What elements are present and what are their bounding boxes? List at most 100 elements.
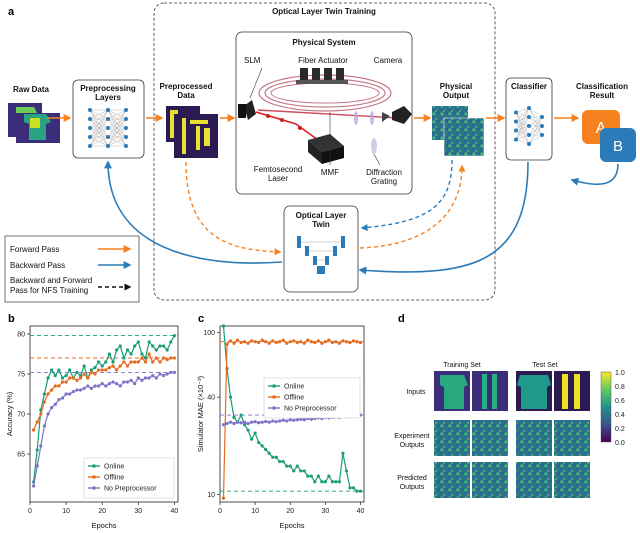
data-point: [140, 356, 144, 360]
optical-twin-title-1: Optical Layer: [296, 211, 347, 220]
data-point: [75, 370, 79, 374]
data-point: [267, 341, 271, 345]
y-tick-label: 75: [17, 372, 25, 379]
optical-twin-box: [283, 205, 359, 293]
data-point: [260, 338, 264, 342]
data-point: [232, 421, 236, 426]
data-point: [232, 341, 236, 345]
data-point: [115, 368, 119, 372]
data-point: [75, 378, 79, 382]
data-point: [89, 370, 93, 374]
data-point: [278, 340, 282, 344]
data-point: [118, 344, 122, 348]
data-point: [299, 417, 303, 421]
data-point: [246, 421, 250, 426]
femtosecond-laser-device: [308, 134, 344, 164]
panel-d-label: d: [398, 313, 405, 325]
row-inputs-label: Inputs: [406, 389, 426, 396]
data-point: [35, 448, 39, 452]
nn-node: [514, 137, 518, 142]
nn-edge: [528, 134, 543, 145]
data-point: [158, 372, 162, 376]
nn-node: [514, 128, 518, 133]
data-point: [327, 474, 331, 478]
data-point: [154, 356, 158, 360]
data-point: [292, 469, 296, 473]
data-point: [271, 339, 275, 343]
x-tick-label: 20: [98, 508, 106, 515]
physical-output-images: [432, 106, 485, 157]
x-tick-label: 40: [357, 508, 365, 515]
data-point: [274, 455, 278, 459]
data-point: [82, 386, 86, 390]
data-point: [122, 356, 126, 360]
data-point: [100, 364, 104, 368]
row-predicted-label-1: Predicted: [397, 475, 427, 482]
data-point: [302, 418, 306, 422]
chart-c-frame: [219, 325, 365, 503]
nn-node: [88, 126, 92, 130]
legend-marker: [272, 406, 276, 410]
data-point: [140, 378, 144, 382]
data-point: [295, 464, 299, 468]
data-point: [107, 366, 112, 370]
data-point: [316, 339, 320, 343]
data-point: [60, 376, 65, 380]
data-point: [253, 340, 257, 344]
data-point: [281, 418, 285, 422]
grating-label-2: Grating: [371, 177, 397, 186]
data-point: [299, 340, 303, 344]
result-a-letter: A: [596, 120, 607, 137]
data-point: [133, 344, 137, 348]
data-point: [253, 431, 257, 435]
data-point: [39, 412, 43, 416]
data-point: [158, 360, 162, 364]
y-tick-label: 100: [203, 330, 215, 337]
chart-b-legend: [83, 457, 175, 499]
data-point: [306, 474, 310, 478]
data-point: [228, 339, 233, 343]
slm-device: [238, 100, 256, 120]
data-point: [358, 489, 363, 493]
data-point: [86, 376, 90, 380]
data-point: [57, 398, 61, 402]
nn-edge: [107, 109, 127, 129]
nn-edge: [515, 139, 530, 145]
x-tick-label: 10: [62, 508, 70, 515]
data-point: [68, 376, 72, 380]
legend-label: No Preprocessor: [104, 486, 157, 493]
laser-label-1: Femtosecond: [254, 165, 302, 174]
data-point: [337, 480, 342, 484]
nn-node: [124, 117, 128, 121]
physical-output-title-2: Output: [443, 91, 470, 100]
data-point: [64, 392, 68, 396]
data-point: [228, 420, 233, 424]
nn-edge: [515, 125, 530, 140]
data-point: [302, 341, 306, 345]
data-point: [53, 402, 57, 406]
physical-system-box: [235, 31, 413, 195]
inputs-row-images: [434, 371, 590, 411]
data-point: [50, 388, 54, 392]
data-point: [35, 464, 39, 468]
nn-edge: [528, 125, 543, 145]
data-point: [257, 421, 261, 425]
legend-backward-label: Backward Pass: [10, 261, 65, 270]
laser-beam-path: [255, 111, 377, 154]
data-point: [53, 384, 57, 388]
nn-node: [106, 144, 110, 148]
data-point: [96, 368, 101, 372]
data-point: [115, 348, 119, 352]
data-point: [147, 340, 151, 344]
data-point: [348, 340, 352, 345]
data-point: [118, 384, 122, 388]
data-point: [295, 340, 299, 345]
data-point: [264, 419, 268, 424]
data-point: [242, 340, 247, 344]
data-point: [78, 376, 83, 380]
data-point: [125, 380, 130, 384]
data-point: [129, 360, 133, 364]
chart-c-legend: [263, 377, 361, 419]
